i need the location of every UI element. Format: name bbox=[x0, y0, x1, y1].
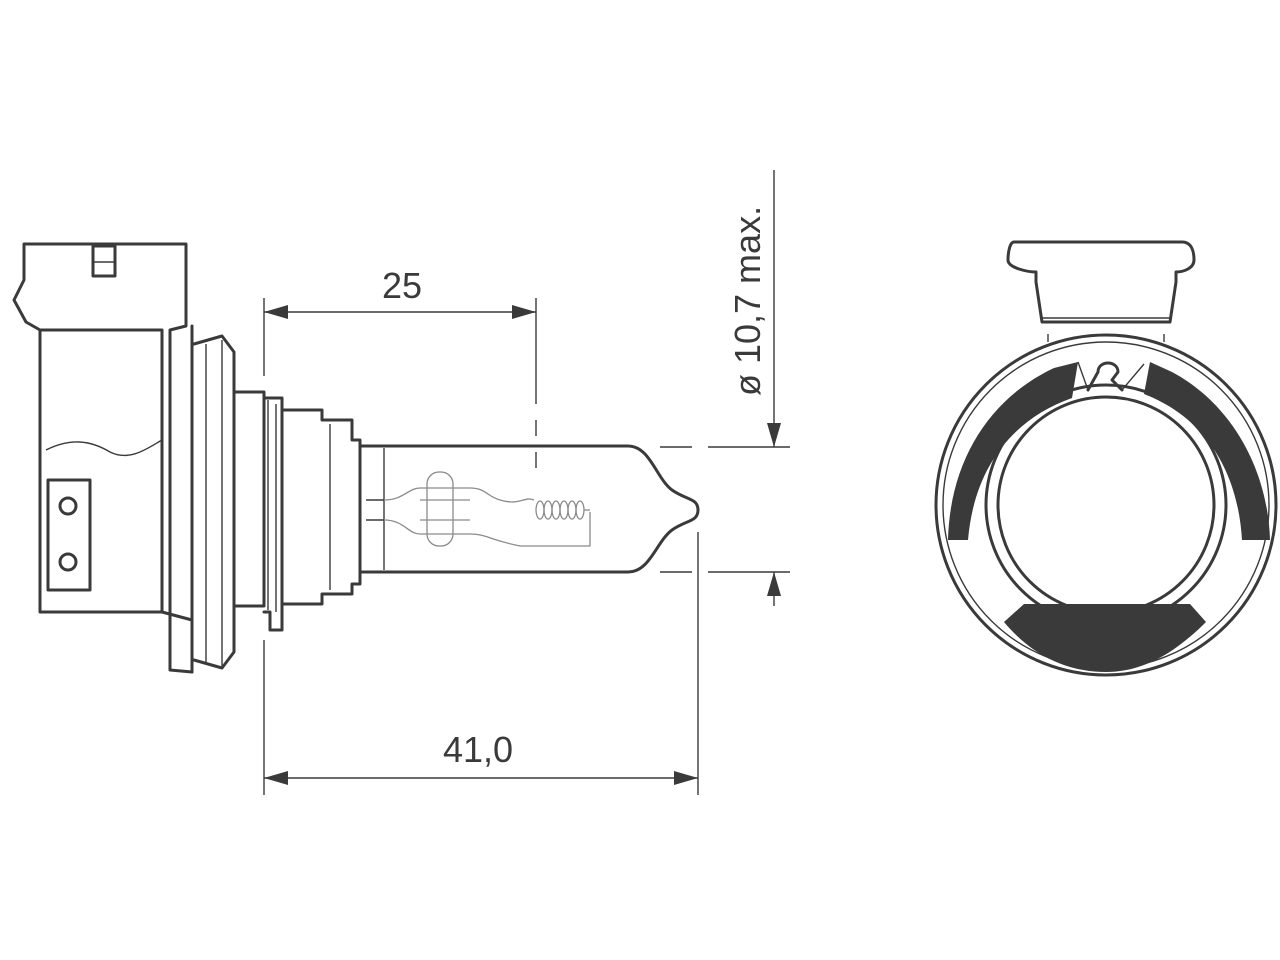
dimension-label-25: 25 bbox=[382, 265, 422, 306]
end-view-key-notch bbox=[1086, 361, 1124, 392]
bulb-side-view: 25 41,0 ø 10,7 max. bbox=[12, 170, 790, 795]
dimension-label-diameter: ø 10,7 max. bbox=[727, 206, 768, 396]
mounting-flange bbox=[190, 324, 362, 674]
dimension-overall-length: 41,0 bbox=[263, 532, 699, 795]
dimension-label-41: 41,0 bbox=[443, 729, 513, 770]
dimension-filament-length: 25 bbox=[263, 265, 537, 468]
dimension-bulb-diameter: ø 10,7 max. bbox=[660, 170, 790, 606]
end-view-outer-ring bbox=[934, 333, 1278, 677]
end-view-inner-ring bbox=[984, 383, 1228, 627]
filament-coil bbox=[535, 500, 590, 520]
connector-plug bbox=[12, 242, 194, 674]
glass-bulb bbox=[358, 444, 700, 574]
bulb-end-view bbox=[934, 240, 1278, 677]
end-view-connector-tab bbox=[1006, 240, 1196, 342]
